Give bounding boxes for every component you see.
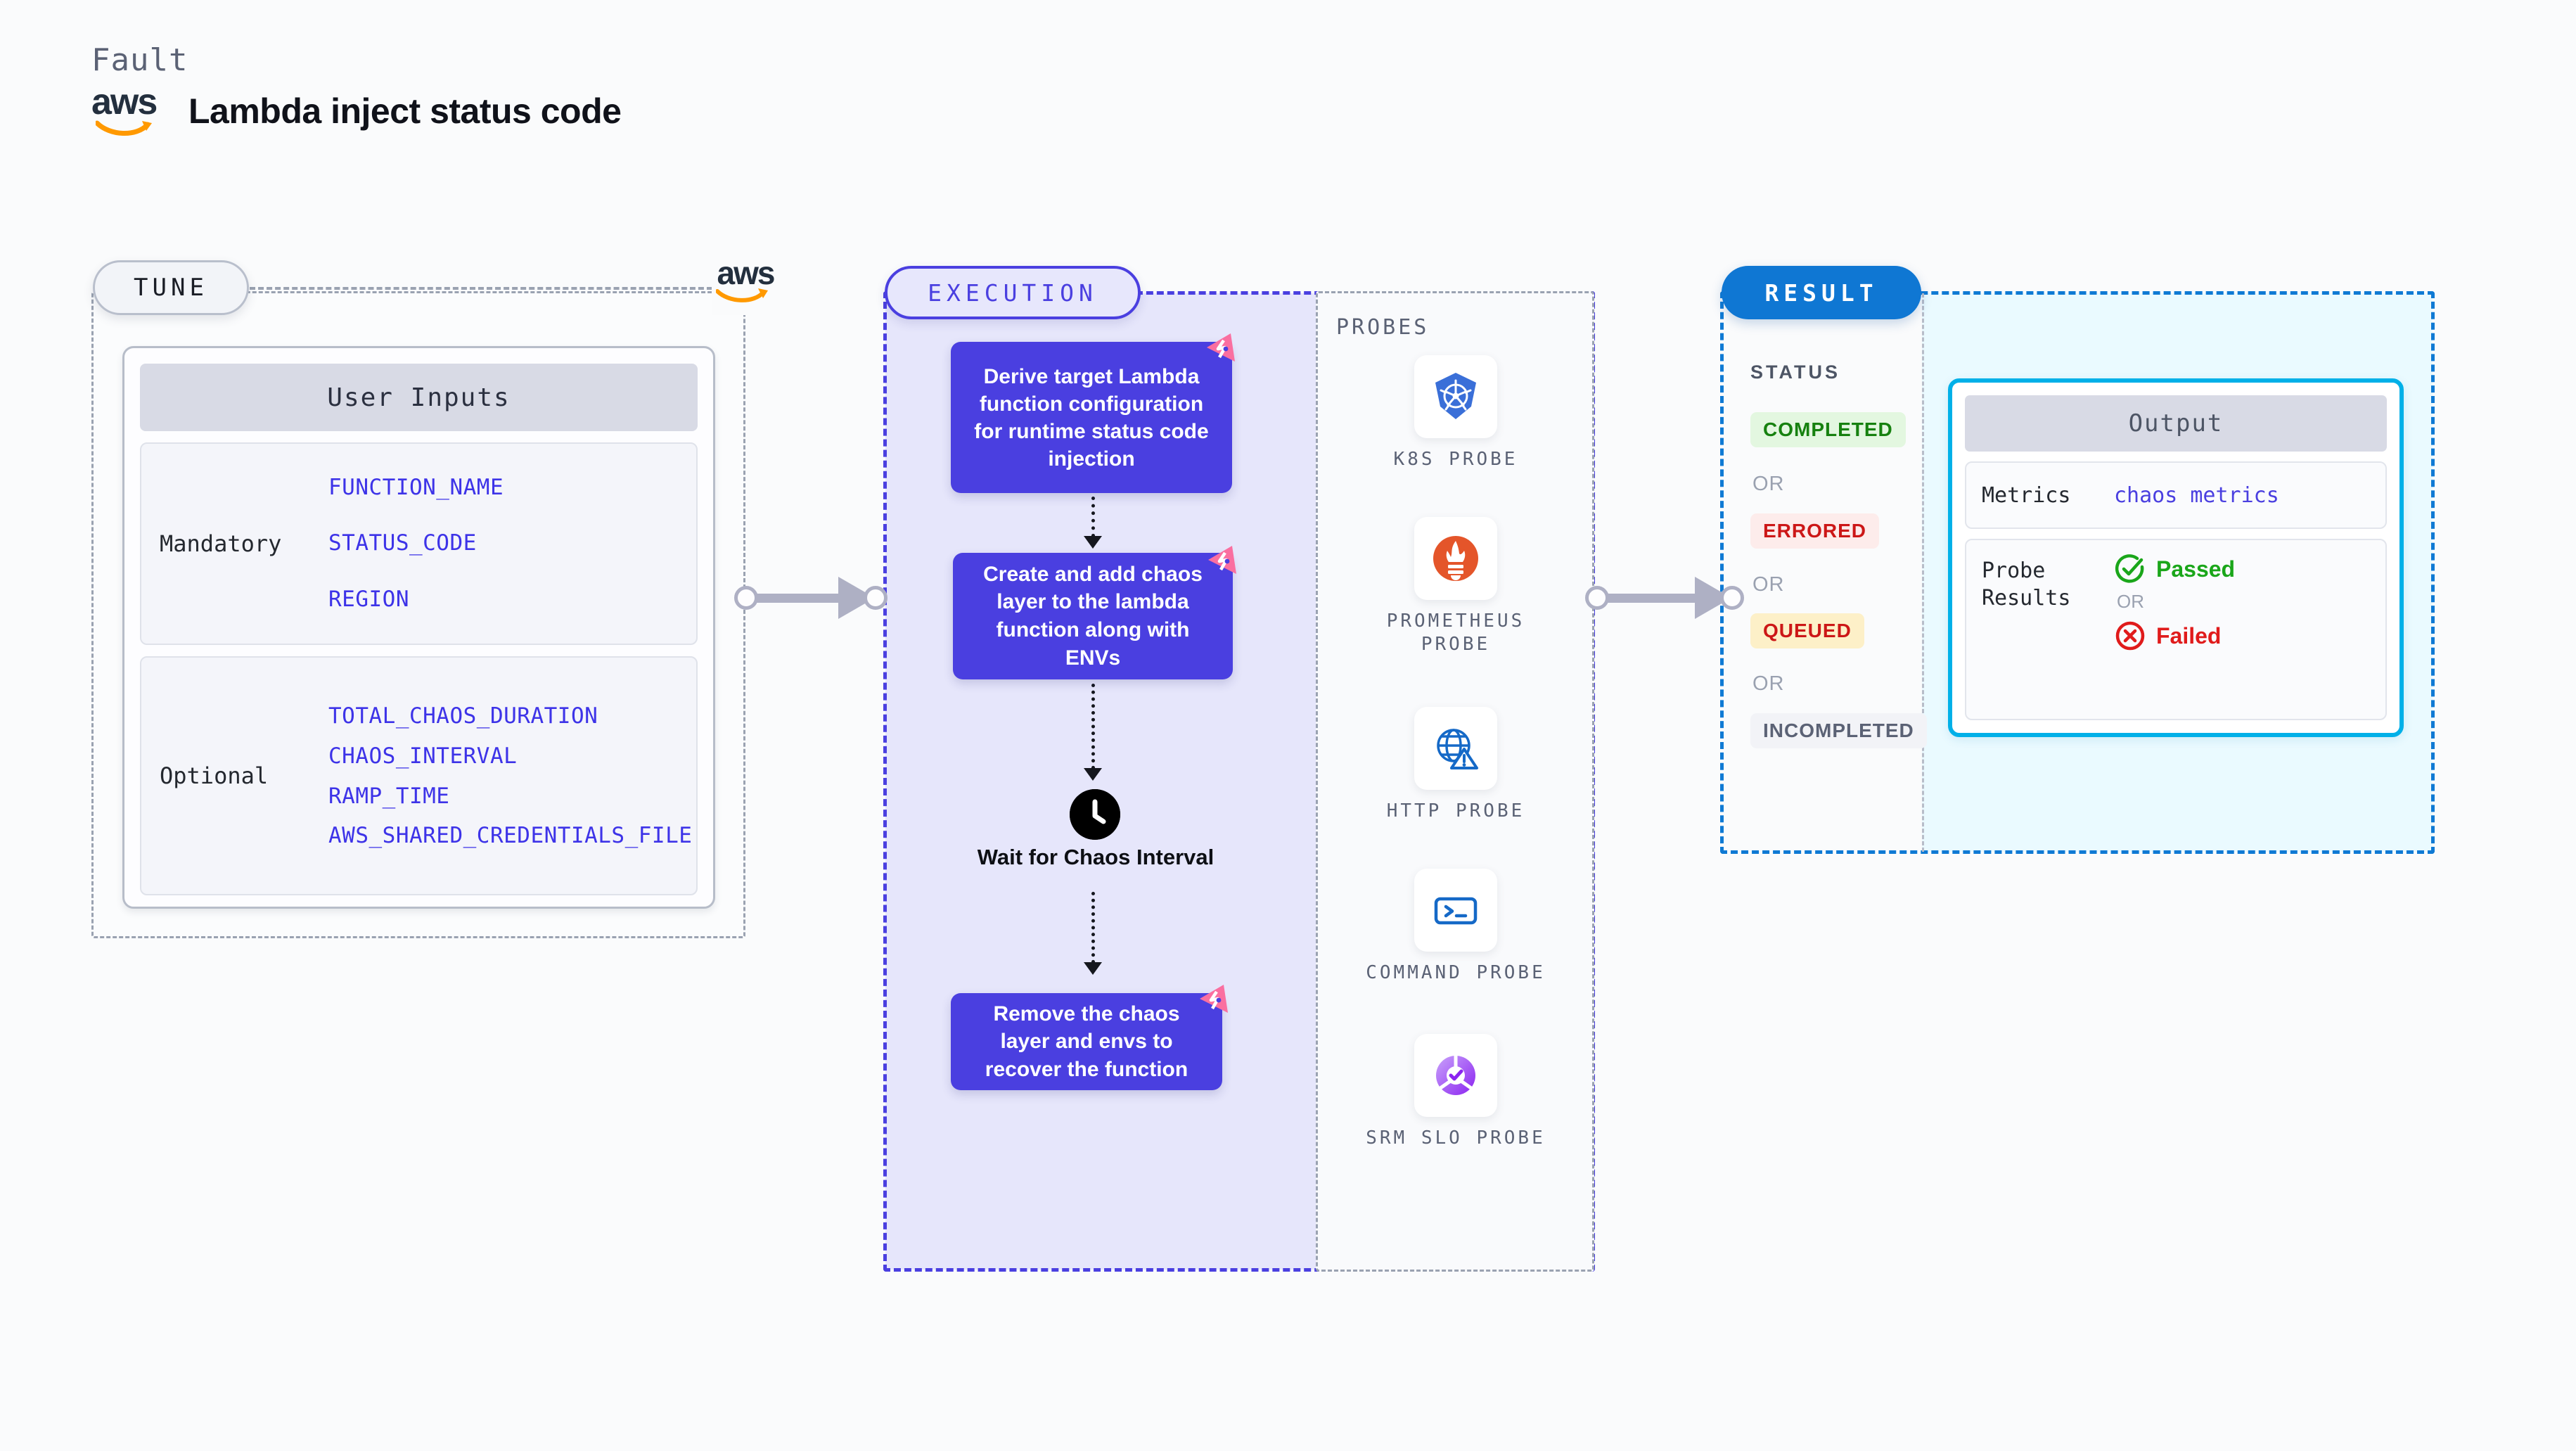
page-title: Lambda inject status code xyxy=(188,91,622,131)
result-section xyxy=(1720,291,2435,854)
metrics-value: chaos metrics xyxy=(2114,482,2279,508)
mandatory-params-group: Mandatory FUNCTION_NAME STATUS_CODE REGI… xyxy=(140,442,698,645)
tune-badge[interactable]: TUNE xyxy=(93,260,249,315)
wait-for-chaos-interval-label: Wait for Chaos Interval xyxy=(977,845,1215,869)
metrics-label: Metrics xyxy=(1982,482,2071,508)
or-separator: OR xyxy=(1752,573,1785,596)
status-badge-queued: QUEUED xyxy=(1750,613,1864,648)
execution-badge[interactable]: EXECUTION xyxy=(885,266,1141,319)
user-inputs-title: User Inputs xyxy=(327,383,511,412)
param-status-code: STATUS_CODE xyxy=(328,530,477,556)
status-label: ERRORED xyxy=(1763,520,1867,542)
output-title: Output xyxy=(2128,409,2224,437)
aws-smile-icon xyxy=(716,288,768,302)
param-function-name: FUNCTION_NAME xyxy=(328,475,504,501)
status-badge-incompleted: INCOMPLETED xyxy=(1750,713,1927,748)
probe-results-label: Probe Results xyxy=(1982,558,2071,611)
param-total-chaos-duration: TOTAL_CHAOS_DURATION xyxy=(328,703,598,729)
passed-label: Passed xyxy=(2156,556,2236,582)
connector-execution-to-result xyxy=(1584,577,1745,619)
chaos-badge-icon xyxy=(1208,546,1236,574)
execution-node-label: Remove the chaos layer and envs to recov… xyxy=(985,1002,1188,1081)
probe-result-passed: Passed xyxy=(2114,553,2385,585)
metrics-row: Metrics chaos metrics xyxy=(1965,461,2387,529)
connector-tune-to-execution xyxy=(733,577,887,619)
execution-node-remove-chaos-layer[interactable]: Remove the chaos layer and envs to recov… xyxy=(951,993,1222,1090)
clock-icon xyxy=(1070,789,1120,840)
probe-label: HTTP PROBE xyxy=(1386,800,1525,822)
user-inputs-header: User Inputs xyxy=(140,364,698,431)
probe-label: COMMAND PROBE xyxy=(1366,962,1546,983)
chaos-badge-icon xyxy=(1207,333,1235,362)
or-separator: OR xyxy=(1752,473,1785,495)
probe-results-row: Probe Results Passed OR Failed xyxy=(1965,539,2387,720)
status-label: QUEUED xyxy=(1763,620,1852,641)
output-header: Output xyxy=(1965,395,2387,452)
execution-node-add-chaos-layer[interactable]: Create and add chaos layer to the lambda… xyxy=(953,553,1233,679)
result-status-background xyxy=(1722,293,1922,852)
optional-params-group: Optional TOTAL_CHAOS_DURATION CHAOS_INTE… xyxy=(140,656,698,895)
aws-smile-icon xyxy=(96,120,152,136)
result-badge[interactable]: RESULT xyxy=(1722,266,1921,319)
prometheus-icon xyxy=(1414,517,1497,600)
probe-label: PROMETHEUS PROBE xyxy=(1386,611,1525,656)
probe-http[interactable]: HTTP PROBE xyxy=(1354,707,1558,823)
kubernetes-icon xyxy=(1414,355,1497,438)
param-ramp-time: RAMP_TIME xyxy=(328,783,450,809)
param-chaos-interval: CHAOS_INTERVAL xyxy=(328,743,518,769)
probe-prometheus[interactable]: PROMETHEUS PROBE xyxy=(1354,517,1558,657)
tune-connector-dashline xyxy=(250,287,721,290)
result-badge-label: RESULT xyxy=(1764,279,1878,307)
optional-label: Optional xyxy=(160,762,269,789)
status-badge-completed: COMPLETED xyxy=(1750,412,1906,447)
param-aws-shared-credentials-file: AWS_SHARED_CREDENTIALS_FILE xyxy=(328,822,693,848)
user-inputs-card: User Inputs Mandatory FUNCTION_NAME STAT… xyxy=(122,346,715,909)
mandatory-label: Mandatory xyxy=(160,530,282,557)
execution-node-label: Derive target Lambda function configurat… xyxy=(974,364,1209,471)
srm-slo-icon xyxy=(1414,1034,1497,1117)
or-separator: OR xyxy=(2117,591,2144,612)
status-label: COMPLETED xyxy=(1763,418,1893,440)
tune-aws-logo: aws xyxy=(712,257,779,315)
status-title: STATUS xyxy=(1750,362,1840,383)
failed-label: Failed xyxy=(2156,622,2222,648)
probe-srm-slo[interactable]: SRM SLO PROBE xyxy=(1354,1034,1558,1150)
param-region: REGION xyxy=(328,586,409,612)
check-circle-icon xyxy=(2115,554,2144,583)
x-circle-icon xyxy=(2115,621,2145,651)
or-separator: OR xyxy=(1752,672,1785,695)
terminal-icon xyxy=(1414,869,1497,952)
status-label: INCOMPLETED xyxy=(1763,720,1914,741)
status-badge-errored: ERRORED xyxy=(1750,513,1880,549)
result-divider xyxy=(1922,293,1924,852)
execution-node-label: Create and add chaos layer to the lambda… xyxy=(983,562,1203,670)
fault-label: Fault xyxy=(91,42,188,78)
probe-label: K8S PROBE xyxy=(1393,449,1518,470)
aws-logo: aws xyxy=(91,84,169,136)
execution-badge-label: EXECUTION xyxy=(928,279,1098,307)
tune-badge-label: TUNE xyxy=(134,274,208,302)
probes-title: PROBES xyxy=(1336,315,1430,340)
probe-result-failed: Failed xyxy=(2114,620,2385,652)
chaos-badge-icon xyxy=(1200,985,1228,1013)
output-card: Output Metrics chaos metrics Probe Resul… xyxy=(1948,378,2404,737)
probe-label: SRM SLO PROBE xyxy=(1366,1127,1546,1149)
page-header: Fault aws Lambda inject status code xyxy=(91,42,622,136)
http-globe-warning-icon xyxy=(1414,707,1497,790)
execution-node-derive-config[interactable]: Derive target Lambda function configurat… xyxy=(951,342,1232,493)
probe-k8s[interactable]: K8S PROBE xyxy=(1354,355,1558,471)
probe-command[interactable]: COMMAND PROBE xyxy=(1354,869,1558,985)
